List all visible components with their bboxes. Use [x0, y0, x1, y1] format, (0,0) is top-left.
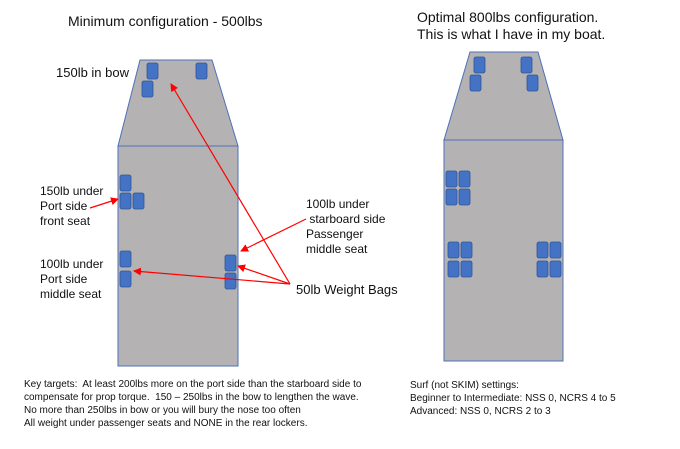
weight-bag: [445, 188, 458, 206]
weight-bag: [458, 170, 471, 188]
left-title: Minimum configuration - 500lbs: [68, 13, 263, 29]
arrow-to-starboard-from-label: [240, 218, 307, 252]
weight-bag: [526, 74, 539, 92]
right-starboard-bags: [536, 241, 562, 278]
right-bow-bags: [469, 56, 539, 92]
weight-bags-label: 50lb Weight Bags: [296, 282, 398, 297]
surf-settings-note: Surf (not SKIM) settings: Beginner to In…: [410, 380, 616, 417]
weight-bag: [469, 74, 482, 92]
weight-bag: [119, 250, 132, 268]
starboard-label: 100lb under starboard side Passenger mid…: [306, 197, 386, 256]
left-bow-shape: [117, 59, 239, 147]
weight-bag: [146, 62, 159, 80]
weight-bag: [549, 260, 562, 278]
weight-bag: [520, 56, 533, 74]
weight-bag: [549, 241, 562, 259]
weight-bag: [119, 192, 132, 210]
weight-bag: [224, 272, 237, 290]
weight-bag: [447, 241, 460, 259]
port-front-label: 150lb under Port side front seat: [40, 184, 104, 228]
weight-bag: [458, 188, 471, 206]
weight-bag: [195, 62, 208, 80]
left-port-middle-bags: [119, 250, 132, 288]
arrow-to-port-middle: [133, 267, 291, 285]
weight-bag: [224, 254, 237, 272]
arrow-to-starboard-bag: [237, 264, 291, 285]
key-targets-note: Key targets: At least 200lbs more on the…: [24, 379, 362, 429]
port-middle-label: 100lb under Port side middle seat: [40, 257, 104, 301]
red-arrows: [89, 83, 307, 285]
right-port-middle-bags: [447, 241, 473, 278]
weight-bag: [132, 192, 145, 210]
weight-bag: [536, 241, 549, 259]
left-boat: [89, 59, 307, 367]
left-port-front-bags: [119, 174, 145, 210]
right-bow-shape: [443, 51, 564, 141]
weight-bag: [460, 260, 473, 278]
arrow-to-port-front: [89, 197, 119, 209]
bow-label: 150lb in bow: [56, 65, 129, 80]
weight-bag: [119, 270, 132, 288]
left-bow-bags: [141, 62, 208, 98]
weight-bag: [141, 80, 154, 98]
weight-bag: [460, 241, 473, 259]
right-port-front-bags: [445, 170, 471, 206]
left-hull-shape: [117, 145, 239, 367]
weight-bag: [536, 260, 549, 278]
weight-bag: [119, 174, 132, 192]
weight-bag: [473, 56, 486, 74]
weight-bag: [445, 170, 458, 188]
right-boat: [443, 51, 564, 362]
arrow-to-bow: [170, 83, 291, 285]
weight-bag: [447, 260, 460, 278]
left-starboard-bags: [224, 254, 237, 290]
right-title: Optimal 800lbs configuration. This is wh…: [417, 9, 606, 42]
